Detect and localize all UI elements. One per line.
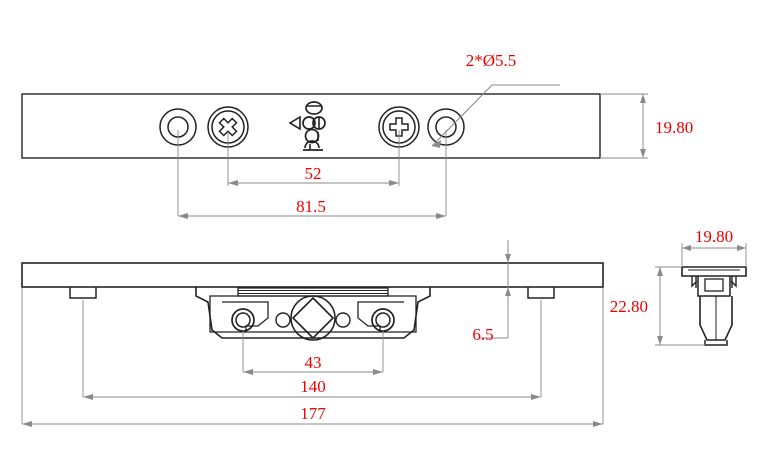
brand-logo-icon xyxy=(288,101,326,151)
central-cam-icon xyxy=(290,295,336,341)
hole-spacing-dimension xyxy=(178,213,446,219)
front-view-extension-lines xyxy=(21,288,604,424)
side-view-foot xyxy=(704,340,728,346)
plate-thickness-text: 6.5 xyxy=(472,325,493,344)
small-hole-right xyxy=(335,312,351,328)
tab-spacing-dimension xyxy=(83,394,541,400)
side-height-dimension xyxy=(655,266,705,346)
screw-spacing-dimension xyxy=(228,180,399,186)
front-view: 6.5 43 140 177 xyxy=(21,240,604,427)
overall-length-dimension xyxy=(22,421,603,427)
top-height-dimension-text: 19.80 xyxy=(655,118,693,137)
hole-callout-leader xyxy=(431,84,560,148)
side-height-text: 22.80 xyxy=(610,297,648,316)
side-view-collar xyxy=(697,276,731,297)
front-view-tab-right xyxy=(527,287,555,299)
inner-pin-spacing-text: 43 xyxy=(305,353,322,372)
side-width-dimension xyxy=(681,243,747,267)
top-view-extension-lines xyxy=(177,130,447,216)
small-hole-left xyxy=(275,312,291,328)
front-view-flange xyxy=(21,262,604,288)
side-view-clip-right xyxy=(730,276,737,288)
hole-callout-text: 2*Ø5.5 xyxy=(466,51,517,70)
overall-length-text: 177 xyxy=(300,404,326,423)
tab-spacing-text: 140 xyxy=(300,377,326,396)
side-width-text: 19.80 xyxy=(695,227,733,246)
top-view-plate-outline xyxy=(21,93,601,159)
pin-hole-right xyxy=(371,308,395,332)
side-view-clip-left xyxy=(691,276,698,288)
top-height-dimension xyxy=(600,93,648,159)
hole-spacing-text: 81.5 xyxy=(296,197,326,216)
side-view-collar-window xyxy=(704,278,724,292)
plate-thickness-dimension xyxy=(480,240,511,339)
inner-pin-spacing-dimension xyxy=(243,369,383,375)
top-view: 2*Ø5.5 19.80 52 81. xyxy=(21,51,693,219)
pin-hole-left xyxy=(231,308,255,332)
side-view: 19.80 22.80 xyxy=(610,227,747,346)
front-view-mechanism xyxy=(195,287,431,341)
screw-spacing-text: 52 xyxy=(305,164,322,183)
front-view-tab-left xyxy=(69,287,97,299)
side-view-flange xyxy=(681,266,747,277)
